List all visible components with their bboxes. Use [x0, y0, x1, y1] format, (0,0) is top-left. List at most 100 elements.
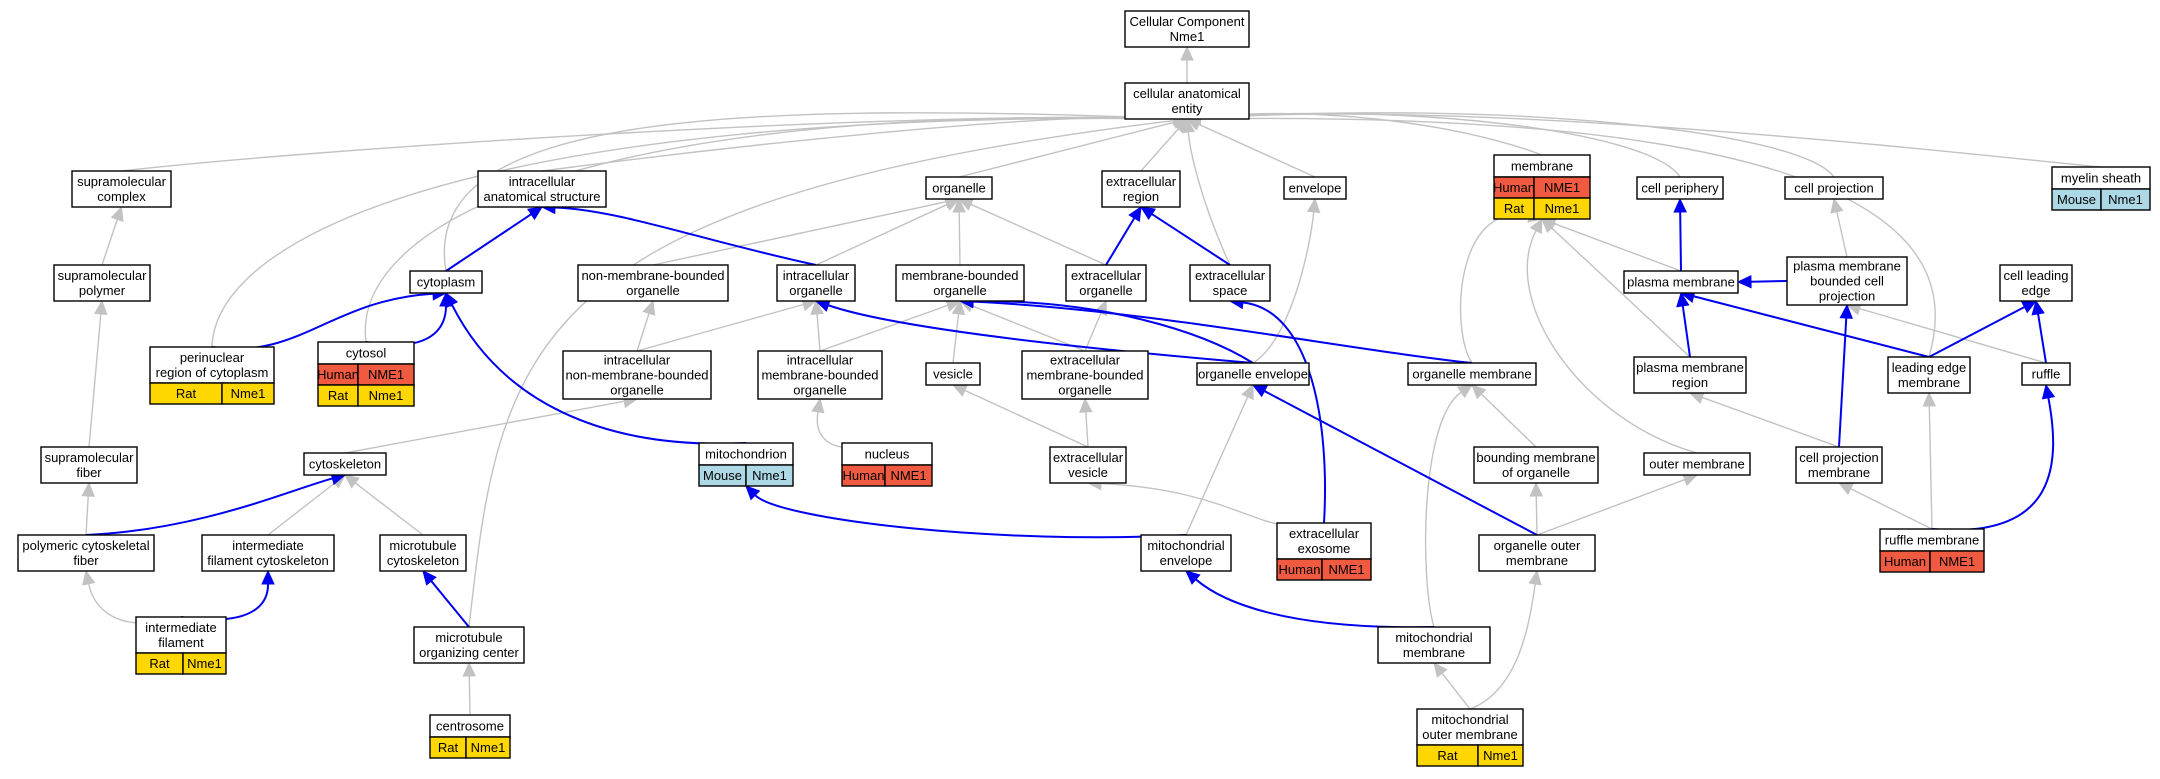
- node-label: vesicle: [933, 367, 973, 382]
- node-outermem[interactable]: outer membrane: [1643, 452, 1751, 476]
- node-label: membrane: [1898, 375, 1960, 390]
- node-organelle[interactable]: organelle: [925, 176, 993, 200]
- node-label: mitochondrial: [1147, 538, 1224, 553]
- arrowhead: [811, 397, 825, 414]
- node-ruffle[interactable]: ruffle: [2021, 362, 2071, 386]
- edge-extspace-to-extregion: [1151, 213, 1231, 266]
- species-label: Rat: [1504, 201, 1525, 216]
- node-label: cytoplasm: [417, 275, 476, 290]
- gene-cell: [465, 736, 511, 759]
- node-orgenv[interactable]: organelle envelope: [1196, 362, 1310, 386]
- species-label: Rat: [328, 388, 349, 403]
- node-label: plasma membrane: [1636, 360, 1744, 375]
- node-box: [1021, 350, 1149, 400]
- node-label: organelle: [789, 283, 843, 298]
- node-label: entity: [1171, 101, 1203, 116]
- node-cytoplasm[interactable]: cytoplasm: [409, 270, 483, 294]
- node-vesicle[interactable]: vesicle: [925, 362, 981, 386]
- node-label: leading edge: [1892, 360, 1966, 375]
- node-label: anatomical structure: [483, 189, 600, 204]
- arrowhead: [344, 474, 360, 489]
- node-box: [413, 626, 525, 664]
- species-label: Human: [1493, 180, 1535, 195]
- arrowhead: [1185, 570, 1201, 585]
- node-inmbo[interactable]: intracellularnon-membrane-boundedorganel…: [562, 350, 712, 400]
- node-cellproj[interactable]: cell projection: [1784, 176, 1884, 200]
- edge-mbo-to-organelle: [958, 211, 961, 266]
- edge-inmbo-to-intraorg: [636, 303, 804, 352]
- arrowhead: [527, 206, 543, 221]
- edge-mom-to-mitomem: [1441, 672, 1471, 710]
- node-box: [1623, 270, 1739, 294]
- node-box: [1101, 170, 1181, 208]
- node-envelope[interactable]: envelope: [1283, 176, 1347, 200]
- node-box: [1786, 256, 1908, 306]
- node-label: microtubule: [389, 538, 456, 553]
- arrowhead: [745, 485, 761, 501]
- node-orgmem[interactable]: organelle membrane: [1407, 362, 1537, 386]
- node-box: [1473, 446, 1599, 484]
- edge-lem-to-pmembrane: [1693, 295, 1930, 358]
- edge-pmembrane-to-cellperiph: [1679, 211, 1682, 272]
- edge-mtcyto-to-cytoskel: [354, 482, 424, 536]
- node-cytoskel[interactable]: cytoskeleton: [303, 452, 387, 476]
- node-label: cell projection: [1799, 450, 1879, 465]
- node-box: [53, 264, 151, 302]
- edge-mitoenv-to-mito: [754, 494, 1187, 539]
- node-box: [71, 170, 172, 208]
- node-pmembrane[interactable]: plasma membrane: [1623, 270, 1739, 294]
- edge-orgenv-to-intraorg: [827, 304, 1254, 364]
- edge-myelin-to-cae: [1199, 113, 2102, 168]
- gene-label: Nme1: [752, 468, 787, 483]
- edge-cellproj-to-cae: [1199, 112, 1835, 178]
- node-label: mitochondrion: [705, 447, 787, 462]
- node-box: [925, 176, 993, 200]
- arrowhead: [1306, 197, 1321, 214]
- arrowhead: [1241, 383, 1254, 401]
- arrowhead: [1181, 117, 1196, 134]
- node-label: filament cytoskeleton: [207, 553, 328, 568]
- edge-exosome-to-extves: [1100, 482, 1325, 528]
- gene-label: NME1: [1328, 562, 1364, 577]
- node-cellperiph[interactable]: cell periphery: [1636, 176, 1724, 200]
